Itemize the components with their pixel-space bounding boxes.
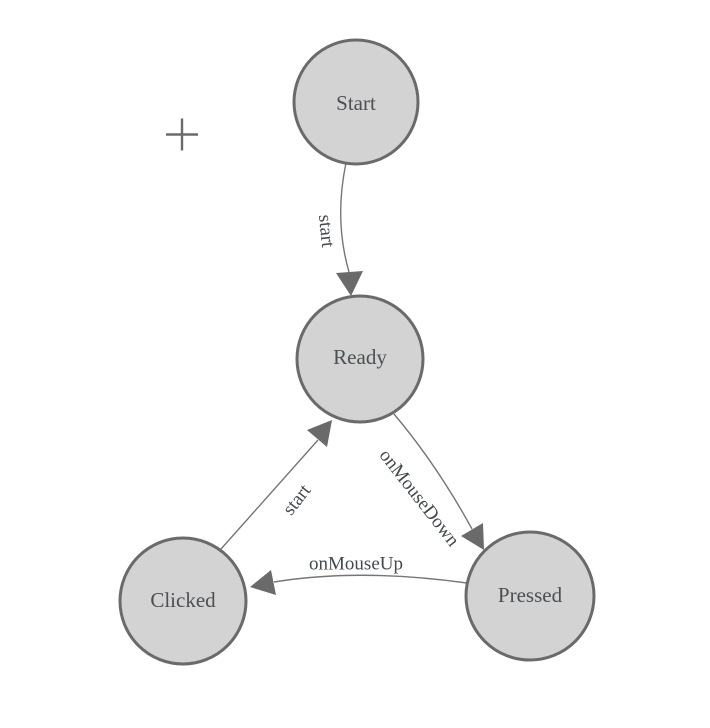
transition-start-to-ready[interactable]: start — [314, 162, 363, 296]
transition-label: start — [314, 214, 338, 249]
transition-label: onMouseUp — [309, 554, 403, 575]
transition-ready-to-pressed[interactable]: onMouseDown — [375, 413, 484, 551]
state-label: Ready — [333, 345, 387, 369]
transition-pressed-to-clicked[interactable]: onMouseUp — [250, 554, 468, 596]
arrowhead-icon — [250, 570, 276, 595]
transition-line[interactable] — [393, 413, 473, 530]
state-circle[interactable] — [292, 38, 420, 166]
transition-line[interactable] — [339, 162, 350, 273]
state-circle[interactable] — [464, 530, 596, 662]
transition-line[interactable] — [220, 439, 319, 550]
transition-clicked-to-ready[interactable]: start — [220, 420, 332, 550]
state-label: Pressed — [498, 583, 563, 607]
crosshair-icon — [166, 118, 198, 151]
transition-label: start — [279, 480, 316, 519]
transition-label: onMouseDown — [375, 445, 464, 551]
state-node-clicked[interactable]: Clicked — [118, 536, 248, 666]
arrowhead-icon — [336, 271, 363, 296]
state-circle[interactable] — [118, 536, 248, 666]
arrowhead-icon — [461, 523, 484, 550]
state-node-start[interactable]: Start — [292, 38, 420, 166]
state-label: Clicked — [150, 588, 216, 612]
state-node-ready[interactable]: Ready — [295, 294, 425, 424]
state-node-pressed[interactable]: Pressed — [464, 530, 596, 662]
state-circle[interactable] — [295, 294, 425, 424]
state-label: Start — [336, 91, 376, 115]
transition-line[interactable] — [273, 574, 468, 584]
arrowhead-icon — [307, 420, 332, 447]
